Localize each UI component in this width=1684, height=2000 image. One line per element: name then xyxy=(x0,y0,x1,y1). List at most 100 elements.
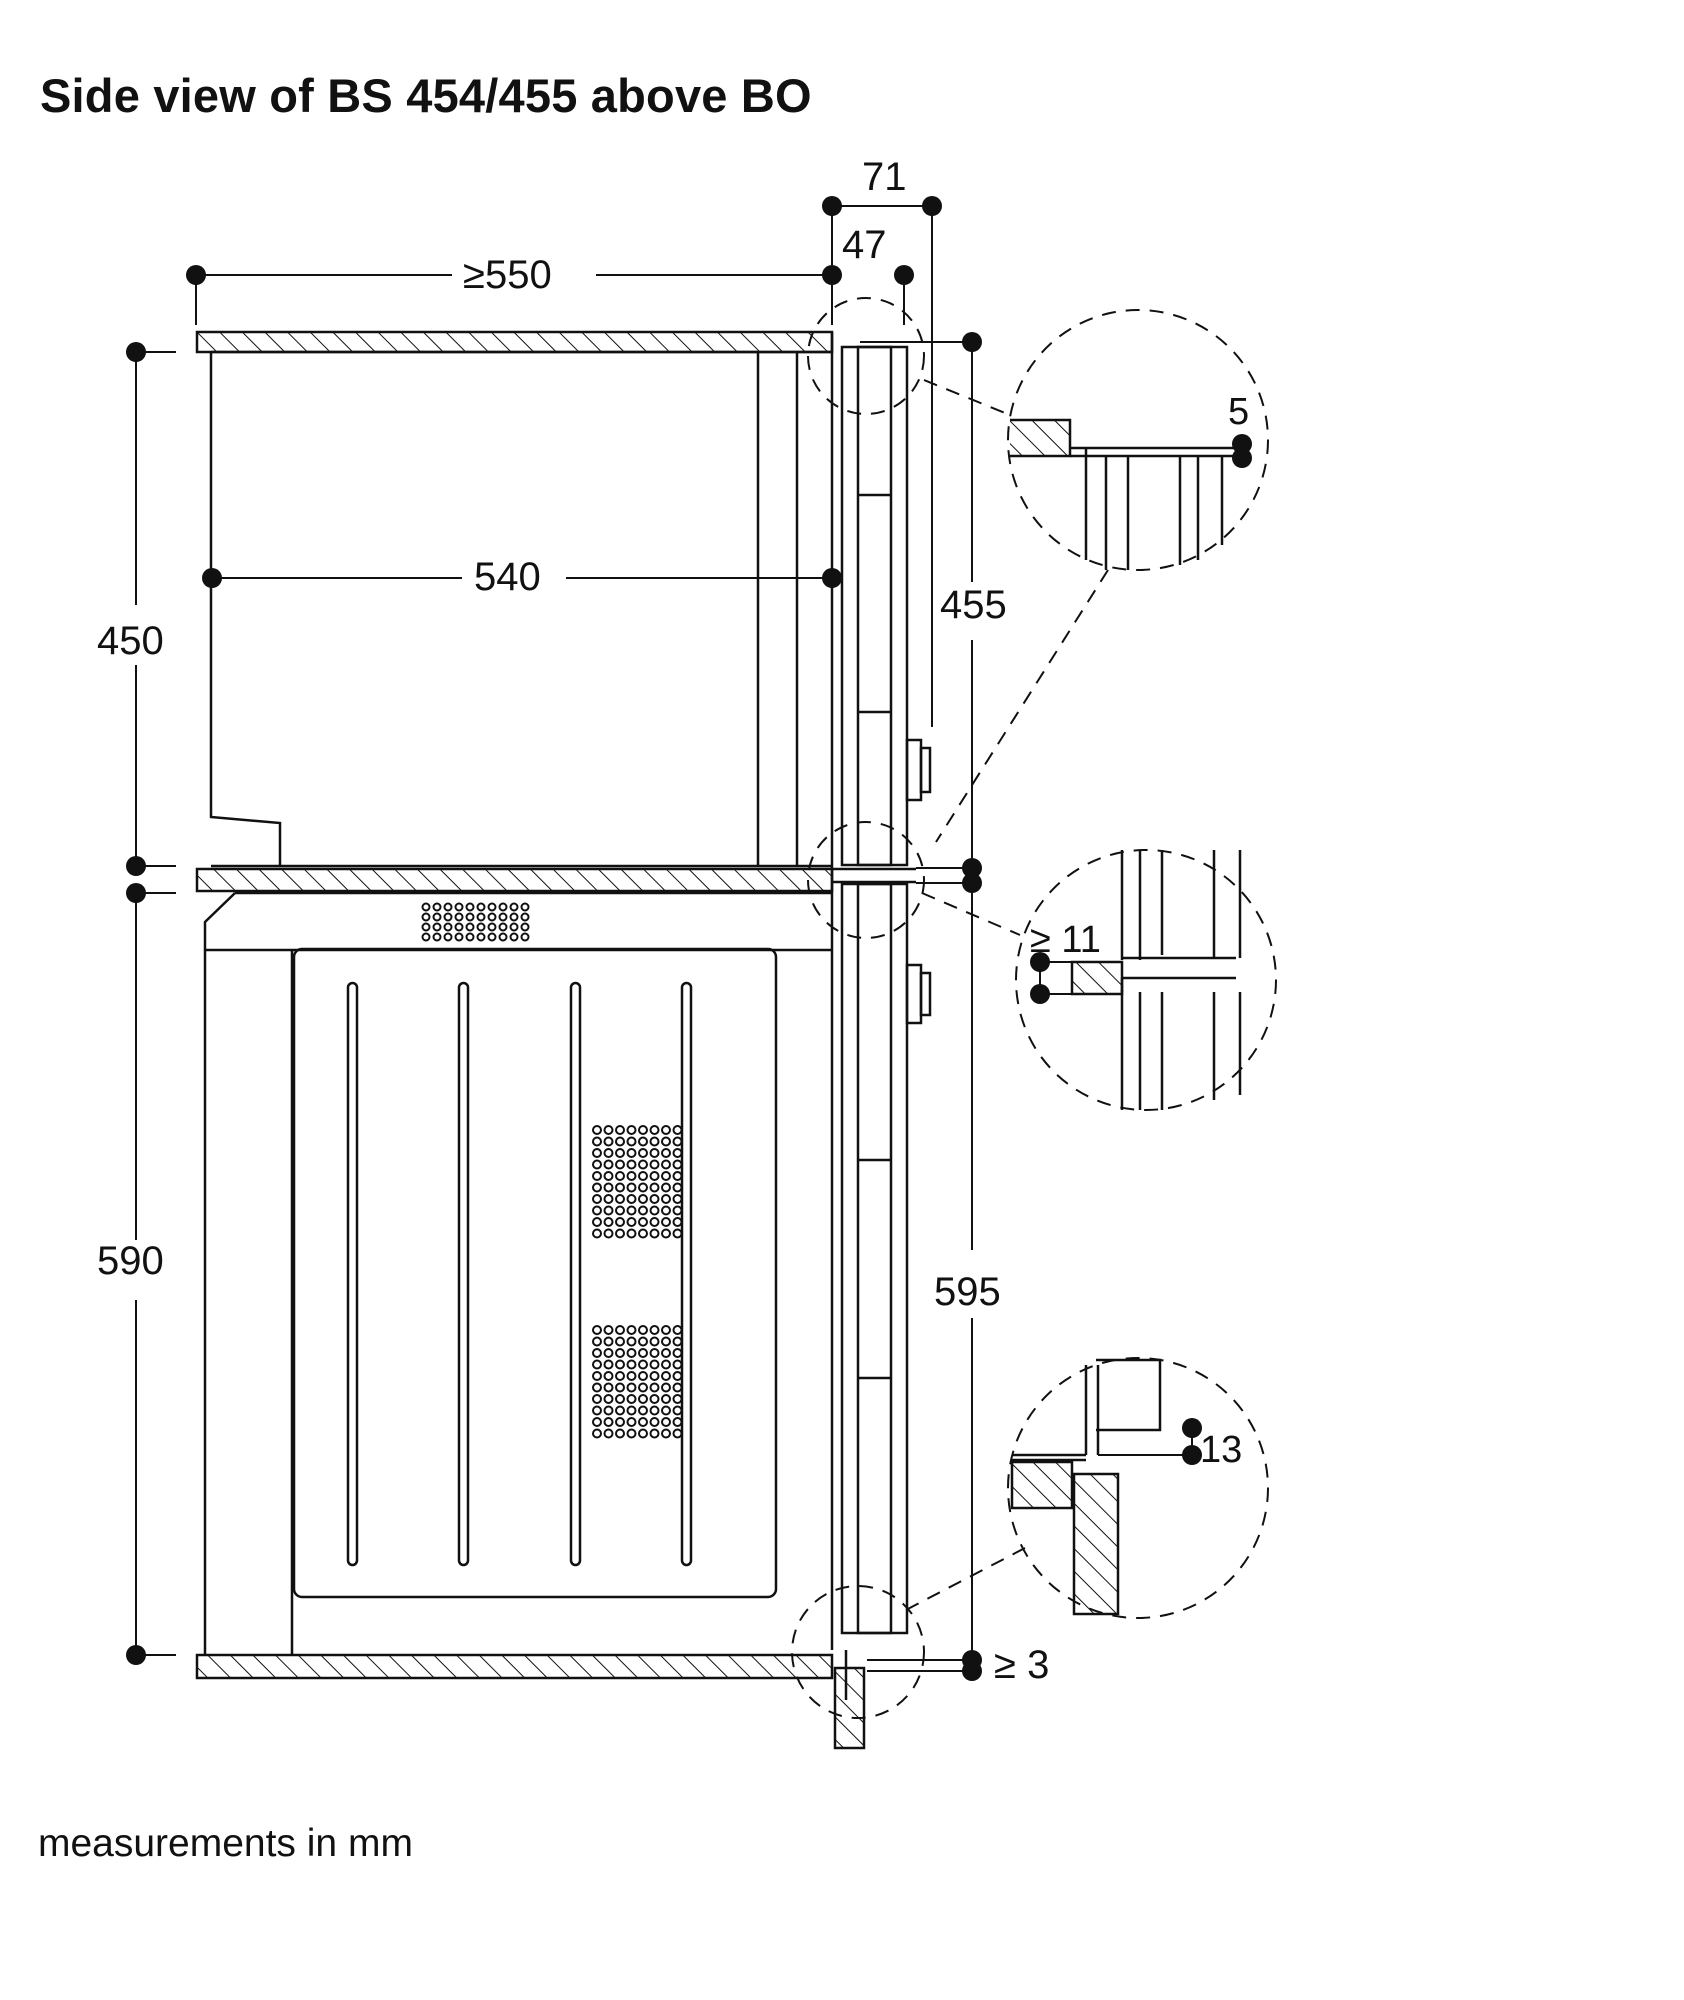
vent-dot xyxy=(603,1428,614,1439)
vent-dot xyxy=(615,1394,625,1404)
vent-dot xyxy=(603,1205,614,1216)
vent-dot xyxy=(520,912,530,922)
vent-dot xyxy=(638,1371,648,1381)
vent-dot xyxy=(592,1428,602,1439)
vent-dot xyxy=(476,922,486,932)
vent-dot xyxy=(638,1325,648,1335)
detail-view-middle xyxy=(1015,849,1277,1111)
vent-dot xyxy=(672,1382,683,1393)
vent-dot xyxy=(421,902,431,912)
vent-dot xyxy=(626,1182,637,1193)
vent-dot xyxy=(615,1348,625,1358)
vent-dot xyxy=(649,1205,660,1216)
vent-dot xyxy=(443,912,453,922)
vent-dot xyxy=(615,1405,625,1416)
vent-dot xyxy=(649,1217,660,1227)
vent-dot xyxy=(603,1417,614,1427)
vent-dot xyxy=(615,1159,625,1170)
vent-dot xyxy=(649,1382,660,1393)
vent-dot xyxy=(592,1125,602,1135)
vent-dots-mid xyxy=(592,1125,683,1239)
vent-dot xyxy=(615,1217,625,1227)
vent-dot xyxy=(520,932,530,942)
vent-dot xyxy=(592,1194,602,1204)
vent-dot xyxy=(638,1348,648,1358)
vent-dot xyxy=(592,1417,602,1427)
vent-dot xyxy=(498,932,508,942)
vent-dot xyxy=(603,1394,614,1404)
vent-dot xyxy=(672,1348,683,1358)
top-shelf xyxy=(195,330,834,354)
vent-dot xyxy=(649,1171,660,1181)
vent-dot xyxy=(592,1405,602,1416)
vent-dot xyxy=(443,932,453,942)
vent-dot xyxy=(661,1217,671,1227)
vent-dot xyxy=(615,1171,625,1181)
vent-dot xyxy=(672,1136,683,1147)
oven-cavity xyxy=(292,947,778,1599)
vent-dot xyxy=(592,1217,602,1227)
vent-dot xyxy=(509,932,519,942)
vent-dot xyxy=(592,1159,602,1170)
vent-dot xyxy=(498,922,508,932)
vent-dot xyxy=(661,1171,671,1181)
lower-door xyxy=(840,882,909,1635)
vent-dot xyxy=(661,1382,671,1393)
vent-dot xyxy=(509,902,519,912)
vent-dot xyxy=(672,1159,683,1170)
vent-dot xyxy=(520,902,530,912)
vent-dot xyxy=(592,1171,602,1181)
vent-dot xyxy=(661,1182,671,1193)
vent-dot xyxy=(672,1194,683,1204)
vent-dot xyxy=(476,902,486,912)
vent-dot xyxy=(626,1359,637,1370)
oven-rack xyxy=(569,981,582,1567)
vent-dot xyxy=(626,1417,637,1427)
vent-dot xyxy=(520,922,530,932)
vent-dot xyxy=(421,932,431,942)
vent-dot xyxy=(672,1228,683,1239)
vent-dot xyxy=(672,1205,683,1216)
vent-dot xyxy=(615,1428,625,1439)
vent-dot xyxy=(603,1325,614,1335)
vent-dot xyxy=(638,1217,648,1227)
vent-dot xyxy=(432,912,442,922)
bottom-shelf xyxy=(195,1653,834,1680)
vent-dot xyxy=(421,922,431,932)
lower-knob xyxy=(905,963,923,1025)
detail-marker-middle xyxy=(807,821,925,939)
vent-dot xyxy=(465,902,475,912)
vent-dot xyxy=(672,1417,683,1427)
vent-dot xyxy=(615,1417,625,1427)
oven-rack xyxy=(346,981,359,1567)
vent-dot xyxy=(603,1125,614,1135)
vent-dot xyxy=(649,1336,660,1347)
vent-dot xyxy=(592,1382,602,1393)
vent-dot xyxy=(638,1205,648,1216)
vent-dot xyxy=(615,1371,625,1381)
dim-595-label: 595 xyxy=(934,1270,1001,1314)
vent-dot xyxy=(638,1148,648,1158)
vent-dot xyxy=(672,1336,683,1347)
vent-dot xyxy=(672,1405,683,1416)
vent-dot xyxy=(454,922,464,932)
vent-dot xyxy=(592,1336,602,1347)
vent-dot xyxy=(603,1136,614,1147)
vent-dot xyxy=(487,912,497,922)
vent-dot xyxy=(661,1125,671,1135)
oven-rack xyxy=(457,981,470,1567)
vent-dot xyxy=(592,1148,602,1158)
vent-dot xyxy=(649,1371,660,1381)
dim-13-label: 13 xyxy=(1200,1429,1242,1471)
vent-dot xyxy=(615,1325,625,1335)
vent-dot xyxy=(626,1194,637,1204)
vent-dot xyxy=(638,1171,648,1181)
vent-dot xyxy=(649,1182,660,1193)
vent-dot xyxy=(638,1405,648,1416)
lower-door-inner xyxy=(856,882,893,1635)
middle-shelf xyxy=(195,867,834,893)
vent-dot xyxy=(615,1205,625,1216)
footnote: measurements in mm xyxy=(38,1822,413,1865)
upper-knob xyxy=(905,738,923,802)
